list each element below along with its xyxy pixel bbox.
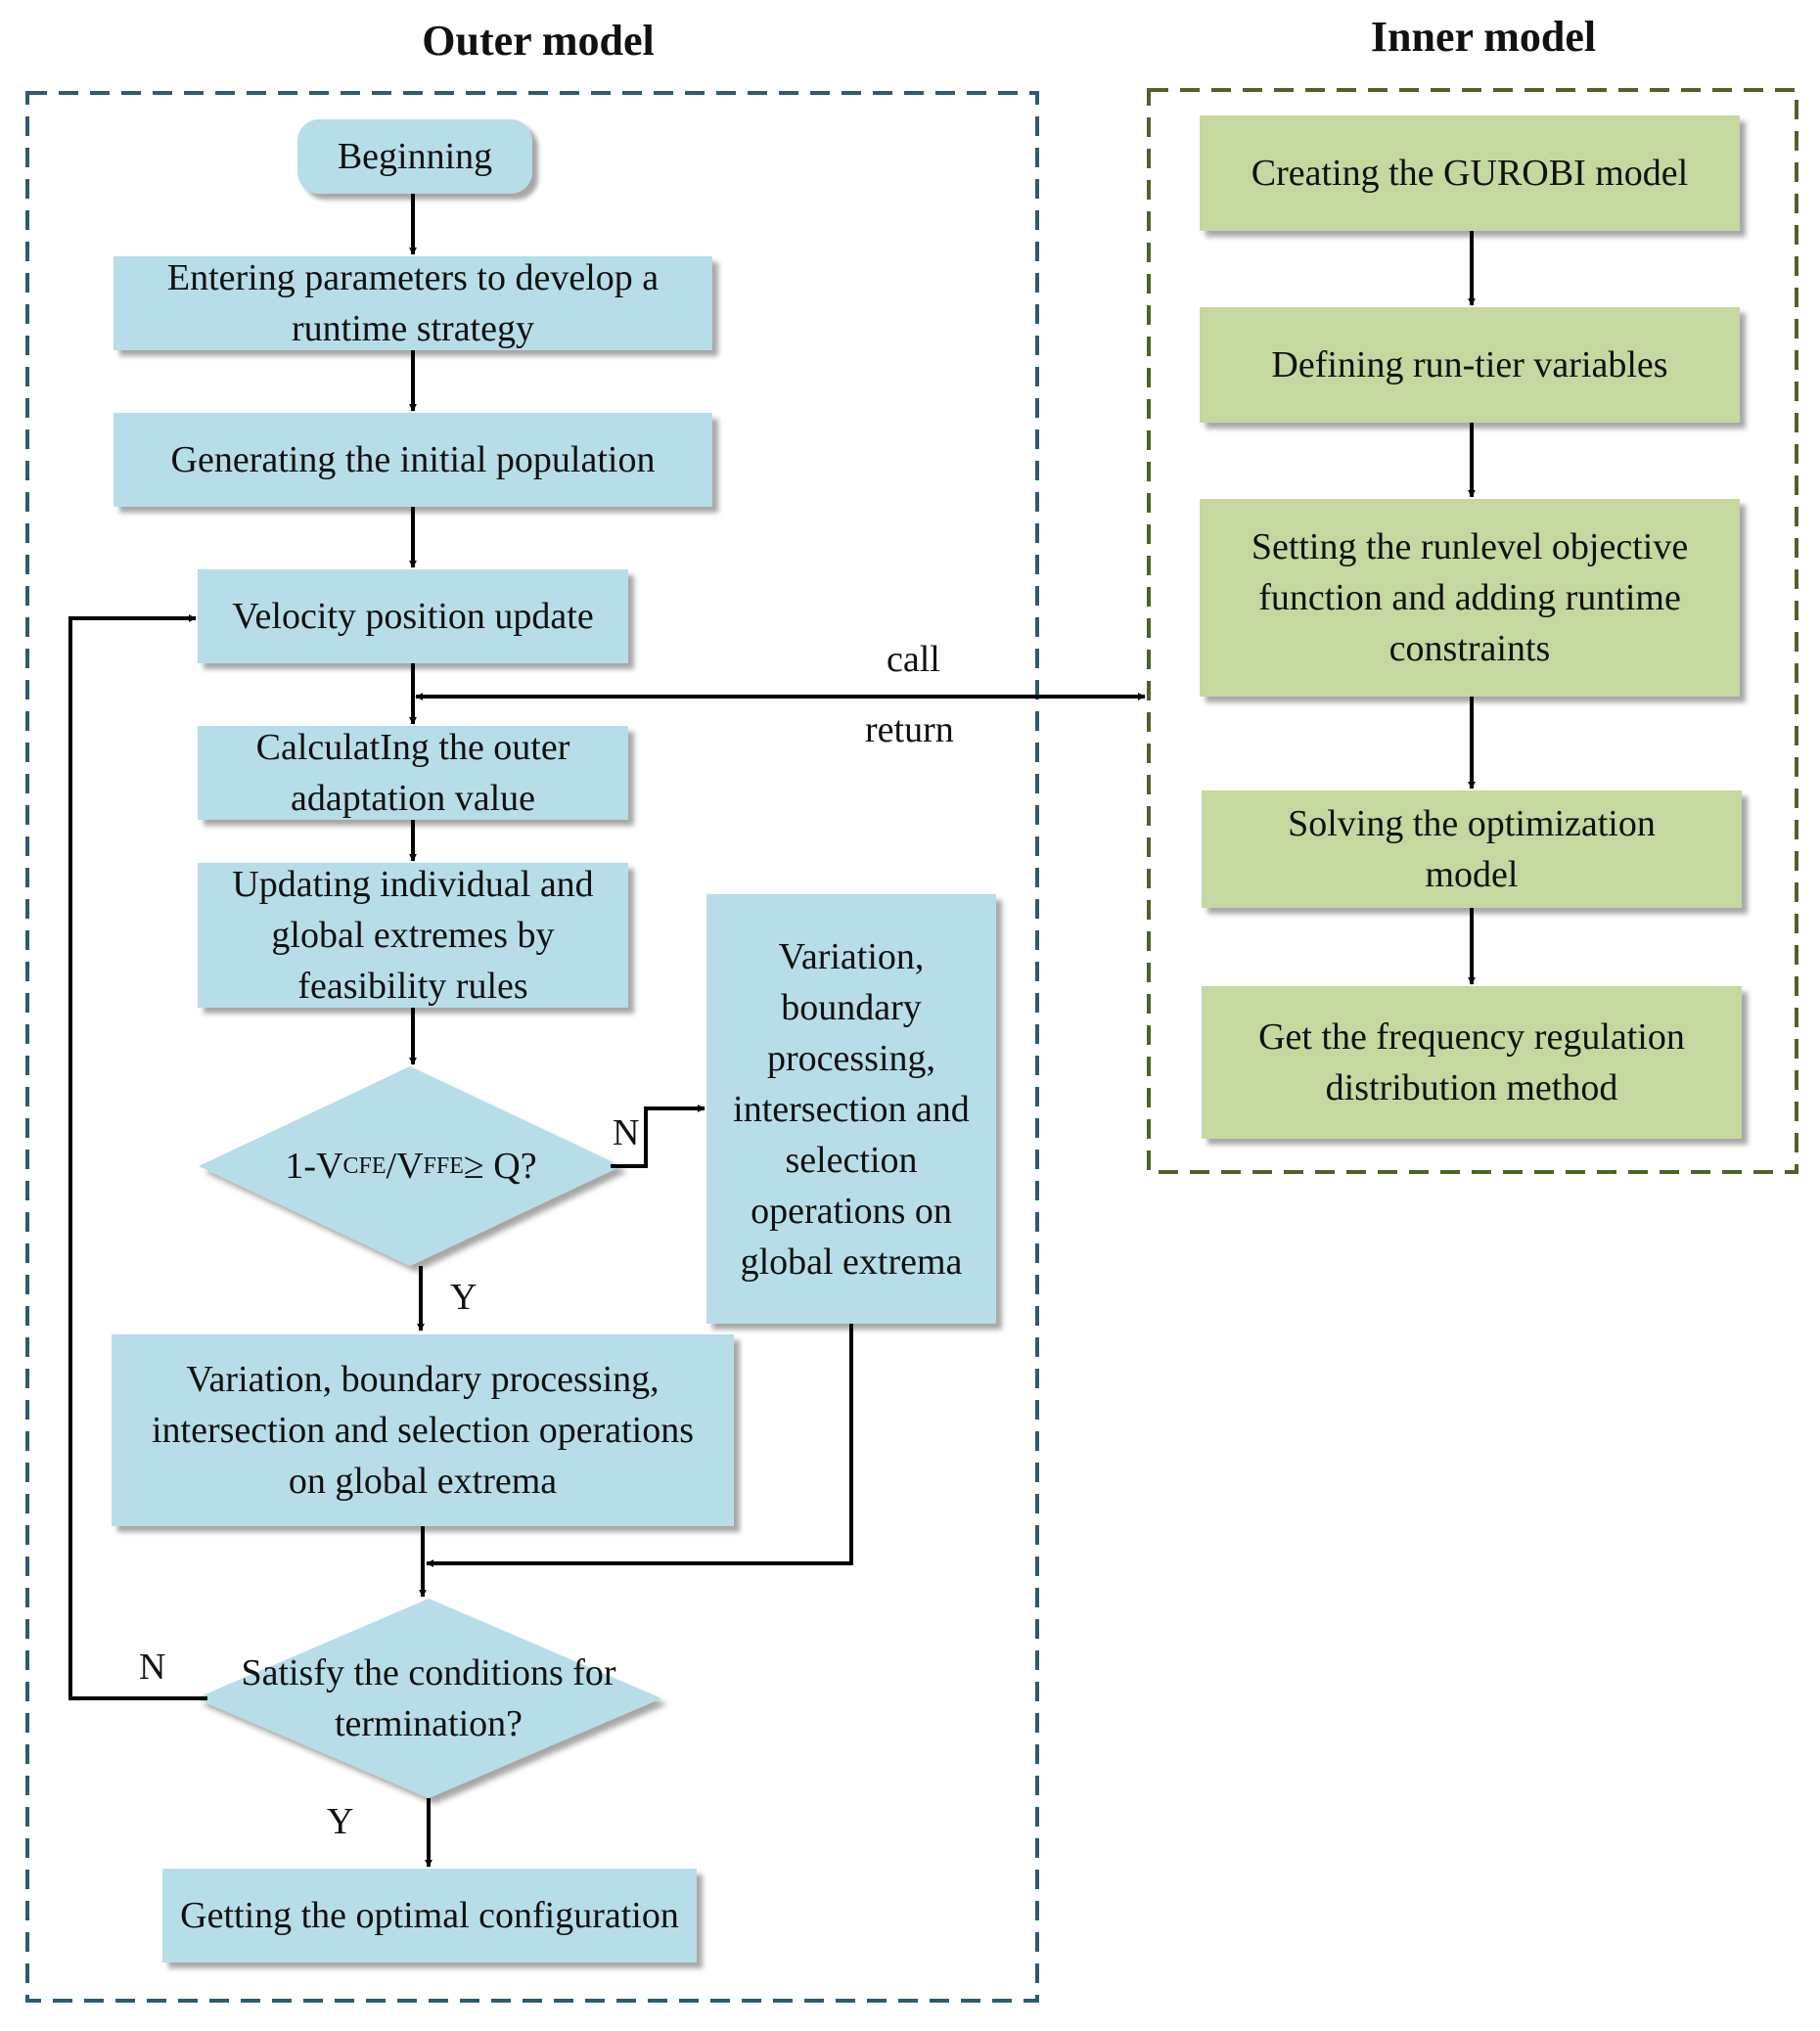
get-distribution-box: Get the frequency regulation distributio… [1202,986,1742,1139]
outer-model-title: Outer model [422,17,655,65]
setting-objective-box: Setting the runlevel objective function … [1200,499,1740,697]
calculating-adaptation-box: CalculatIng the outer adaptation value [198,726,628,820]
arrow-decision1-no [611,1105,705,1168]
decision-prefix: 1-V [285,1146,343,1187]
velocity-update-box: Velocity position update [198,569,628,663]
updating-extremes-box: Updating individual and global extremes … [198,863,628,1008]
defining-variables-box: Defining run-tier variables [1200,307,1740,423]
decision-termination-text: Satisfy the conditions for termination? [241,1652,616,1744]
arrow-decision2-no-loop [68,614,207,1700]
solving-optimization-box: Solving the optimization model [1202,790,1742,908]
beginning-node: Beginning [297,119,532,194]
arrow-right-variation-merge [426,1324,853,1567]
decision-suffix: ≥ Q? [463,1146,537,1187]
return-label: return [865,709,954,750]
decision-diamond-quality [199,1066,621,1266]
decision-sub-cfe: CFE [342,1153,387,1179]
entering-parameters-box: Entering parameters to develop a runtime… [114,256,712,350]
decision-diamond-termination [196,1599,661,1798]
inner-model-frame [1147,88,1798,1174]
getting-optimal-box: Getting the optimal configuration [162,1869,697,1963]
decision2-no-label: N [139,1647,166,1688]
decision1-yes-label: Y [450,1277,478,1318]
decision1-no-label: N [613,1112,640,1153]
decision2-yes-label: Y [327,1801,354,1842]
generating-population-box: Generating the initial population [114,413,712,507]
outer-model-frame [25,91,1039,2003]
decision-sub-ffe: FFE [423,1153,464,1179]
creating-gurobi-box: Creating the GUROBI model [1200,115,1740,231]
inner-model-title: Inner model [1370,13,1597,61]
decision-mid: /V [386,1146,424,1187]
variation-main-box: Variation, boundary processing, intersec… [112,1334,734,1526]
call-label: call [887,639,940,680]
variation-right-box: Variation, boundary processing, intersec… [706,894,996,1324]
